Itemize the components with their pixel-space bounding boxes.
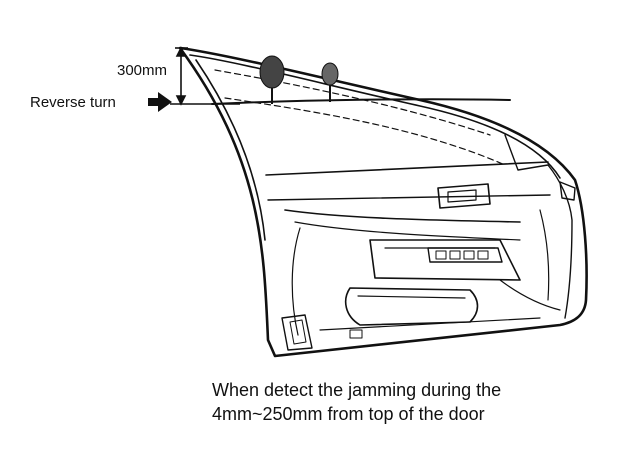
jam-object-heads <box>259 55 339 104</box>
dimension-label: 300mm <box>117 62 168 79</box>
caption: When detect the jamming during the 4mm~2… <box>212 378 501 426</box>
window-frame <box>189 54 561 179</box>
caption-line-2: 4mm~250mm from top of the door <box>212 404 485 424</box>
switch-panel <box>427 247 503 263</box>
door-handle <box>437 183 491 209</box>
dimension-marker <box>170 46 240 106</box>
reverse-turn-arrow <box>148 92 172 112</box>
door-pocket <box>344 287 479 326</box>
speaker <box>281 314 313 351</box>
caption-line-1: When detect the jamming during the <box>212 380 502 400</box>
window-glass-line <box>214 69 491 136</box>
belt-line <box>211 98 511 105</box>
reverse-turn-label: Reverse turn <box>30 94 116 111</box>
door-outline <box>178 46 588 358</box>
